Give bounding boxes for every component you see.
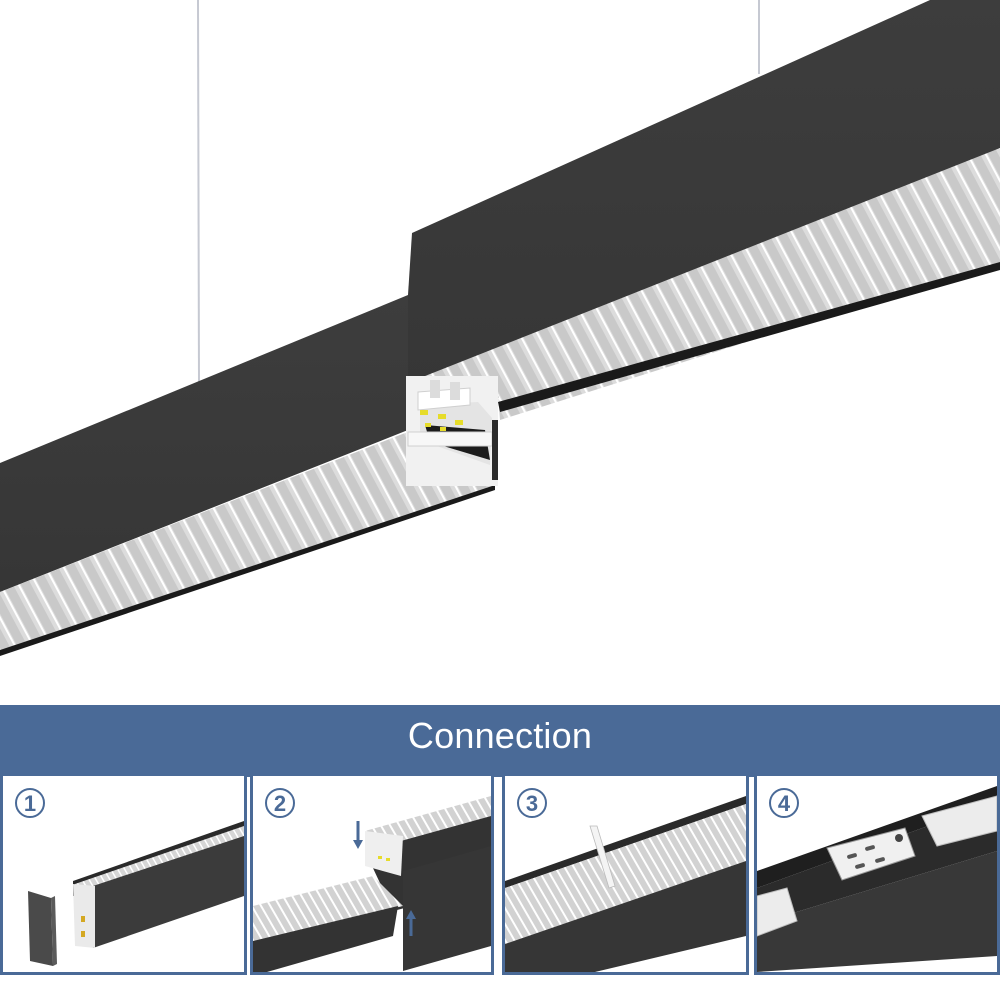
step-panel-1: 1: [0, 773, 247, 975]
linear-pendant-light-illustration: [0, 0, 1000, 656]
step-number-badge: 1: [15, 788, 45, 818]
suspension-cable-left: [197, 0, 200, 387]
louver-insert-illustration: [505, 796, 746, 972]
housing-lower: [0, 295, 408, 592]
section-title: Connection: [407, 715, 593, 756]
metal-bracket: [826, 827, 916, 881]
end-cap-removal-illustration: [28, 821, 244, 966]
step-panel-2: 2: [250, 773, 494, 975]
louver-insert-clip: [589, 825, 616, 889]
step-panel-3: 3: [502, 773, 749, 975]
housing-upper: [408, 0, 1000, 402]
led-chip: [420, 410, 428, 415]
bracket-connector-illustration: [757, 786, 997, 972]
connection-header-band: Connection: [0, 705, 1000, 777]
hero-product-image: [0, 0, 1000, 656]
louver-lower: [0, 433, 495, 650]
step-number-badge: 3: [517, 788, 547, 818]
slide-join-illustration: [253, 796, 491, 972]
step-number-badge: 2: [265, 788, 295, 818]
louver-upper: [415, 148, 1000, 420]
step-panel-4: 4: [754, 773, 1000, 975]
end-cap: [28, 891, 53, 966]
step-number-badge: 4: [769, 788, 799, 818]
connector-joint: [406, 376, 498, 486]
